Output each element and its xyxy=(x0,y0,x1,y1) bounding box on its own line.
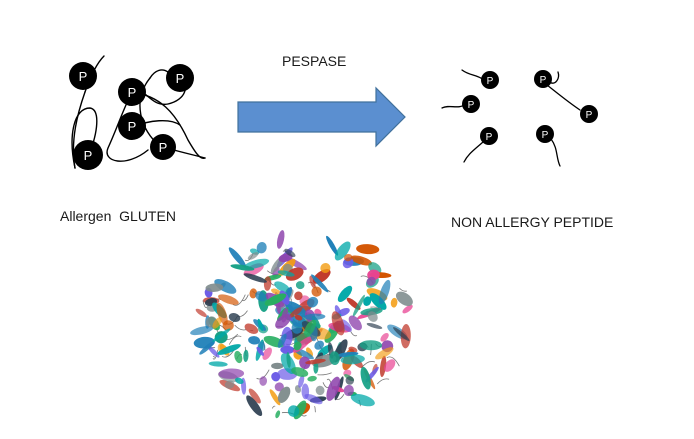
node-label: P xyxy=(176,71,185,86)
node-label: P xyxy=(84,148,93,163)
gluten-node: P xyxy=(118,112,146,140)
node-label: P xyxy=(128,119,137,134)
protein-coil xyxy=(351,332,357,336)
gluten-node: P xyxy=(166,64,194,92)
protein-ribbon-segment xyxy=(233,350,244,364)
gluten-node: P xyxy=(73,140,103,170)
protein-coil xyxy=(235,325,246,330)
peptide-tails xyxy=(442,70,580,166)
protein-ribbon-segment xyxy=(259,376,267,386)
protein-ribbon-segment xyxy=(209,361,228,367)
peptide-node: P xyxy=(580,105,598,123)
protein-ribbon-segment xyxy=(243,350,249,363)
gluten-node: P xyxy=(118,78,146,106)
peptide-tail xyxy=(464,142,483,162)
gluten-node: P xyxy=(69,62,97,90)
protein-ribbon-segment xyxy=(271,363,283,369)
protein-ribbon-segment xyxy=(356,243,380,254)
protein-ribbon-segment xyxy=(296,281,305,289)
peptide-node: P xyxy=(462,95,480,113)
protein-coil xyxy=(323,382,329,387)
peptide-tail xyxy=(462,70,484,80)
peptide-tail xyxy=(551,139,560,166)
protein-ribbon-segment xyxy=(307,375,317,382)
protein-ribbon-segment xyxy=(390,297,398,308)
protein-ribbon-segment xyxy=(194,307,208,318)
peptide-node: P xyxy=(480,127,498,145)
product-label: NON ALLERGY PEPTIDE xyxy=(451,214,613,230)
node-label: P xyxy=(159,140,168,155)
protein-ribbon-segment xyxy=(274,410,281,419)
protein-coil xyxy=(399,288,406,291)
peptide-node: P xyxy=(536,125,554,143)
protein-coil xyxy=(318,373,332,375)
peptide-tail xyxy=(547,85,580,110)
gluten-chain xyxy=(150,70,168,78)
node-label: P xyxy=(79,69,88,84)
allergen-label: Allergen GLUTEN xyxy=(60,208,176,224)
node-label: P xyxy=(468,100,475,111)
protein-coil xyxy=(272,406,275,408)
node-label: P xyxy=(540,75,547,86)
node-label: P xyxy=(542,130,549,141)
protein-ribbon-segment xyxy=(346,376,354,385)
protein-coil xyxy=(314,407,315,413)
peptide-node: P xyxy=(534,70,552,88)
node-label: P xyxy=(586,110,593,121)
peptide-node: P xyxy=(481,71,499,89)
protein-structure-icon xyxy=(189,229,415,421)
gluten-node: P xyxy=(150,134,176,160)
process-arrow xyxy=(238,88,405,146)
protein-ribbon-segment xyxy=(366,322,383,330)
node-label: P xyxy=(128,85,137,100)
protein-ribbon-segment xyxy=(315,385,325,396)
protein-coil xyxy=(213,356,214,357)
protein-coil xyxy=(229,336,241,345)
protein-coil xyxy=(377,379,389,384)
protein-ribbon-segment xyxy=(275,229,285,249)
node-label: P xyxy=(486,132,493,143)
node-label: P xyxy=(487,76,494,87)
enzyme-label: PESPASE xyxy=(282,53,346,69)
